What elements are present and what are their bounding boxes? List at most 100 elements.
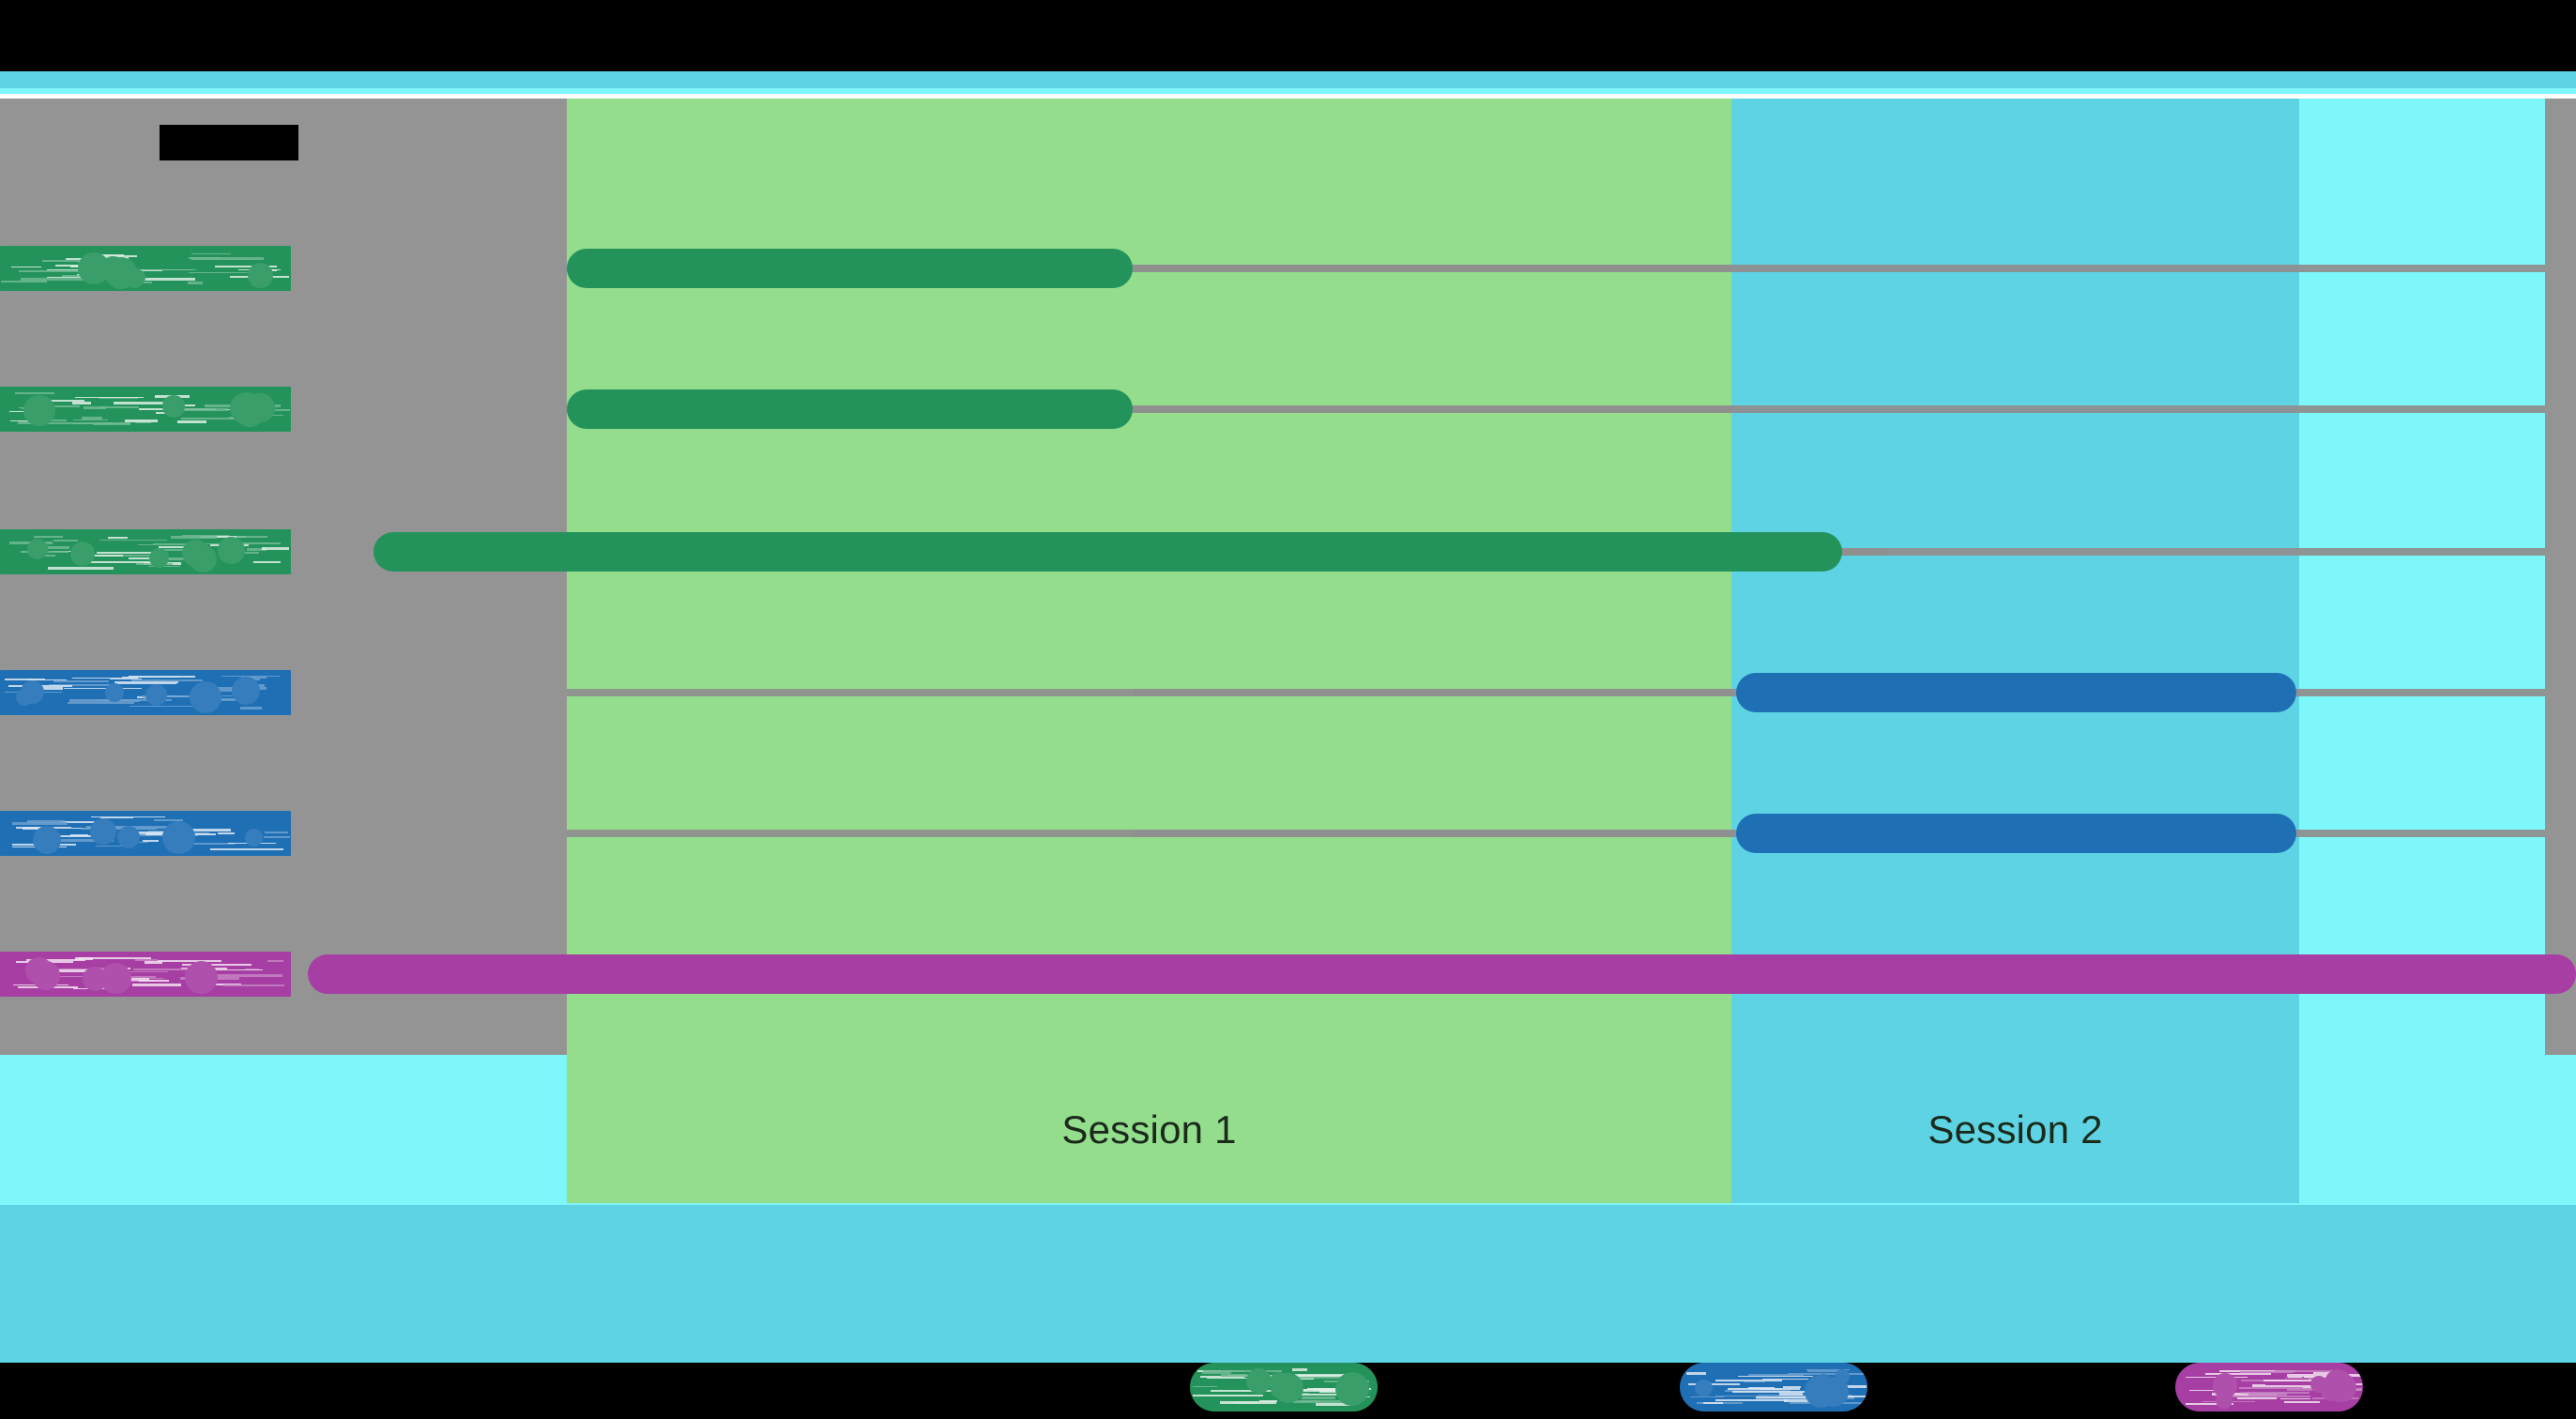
redaction-glyph — [247, 262, 273, 288]
redaction-noise — [54, 264, 92, 267]
redaction-noise — [1301, 1394, 1338, 1396]
redaction-noise — [48, 684, 116, 687]
redaction-noise — [181, 964, 252, 967]
redaction-noise — [109, 976, 157, 979]
task-bar-row-4[interactable] — [1736, 814, 2296, 853]
legend-item-3[interactable]: [redacted-legend-magenta] — [2175, 1363, 2363, 1419]
redaction-noise — [240, 707, 263, 710]
redaction-glyph — [1335, 1372, 1369, 1406]
redaction-noise — [107, 536, 128, 539]
redaction-noise — [1277, 1376, 1347, 1380]
task-bar-row-2[interactable] — [373, 532, 1842, 572]
redaction-noise — [210, 690, 247, 693]
redaction-noise — [116, 682, 176, 684]
redaction-noise — [74, 396, 145, 398]
plot-area[interactable] — [0, 99, 2576, 1055]
redaction-glyph — [192, 965, 212, 984]
redaction-noise — [2185, 1403, 2233, 1406]
redaction-noise — [214, 973, 282, 977]
redaction-noise — [69, 699, 140, 703]
axis-band-2 — [1731, 1055, 2299, 1205]
chart-legend[interactable]: [redacted-legend-green] [redacted-legend-… — [0, 1363, 2576, 1419]
redaction-glyph — [25, 956, 53, 984]
redaction-glyph — [69, 541, 95, 567]
redaction-noise — [1688, 1383, 1741, 1386]
legend-item-2[interactable]: [redacted-legend-blue] — [1680, 1363, 1867, 1419]
redaction-glyph — [231, 676, 261, 706]
redaction-noise — [1301, 1396, 1336, 1400]
task-bar-row-3[interactable] — [1736, 673, 2296, 712]
top-accent-highlight — [0, 88, 2576, 94]
redaction-noise — [31, 969, 111, 972]
axis-band-1 — [567, 1055, 1731, 1205]
redaction-noise — [103, 825, 171, 829]
redaction-glyph — [21, 680, 44, 704]
redaction-glyph — [244, 829, 263, 847]
redaction-noise — [208, 969, 263, 970]
redaction-noise — [1715, 1380, 1783, 1382]
redaction-noise — [2188, 1390, 2231, 1392]
redaction-noise — [1292, 1400, 1346, 1404]
session-band-2 — [1731, 99, 2299, 1055]
redaction-noise — [98, 970, 168, 972]
session-band-3 — [2299, 99, 2545, 1055]
redaction-noise — [5, 679, 46, 681]
legend-item-1[interactable]: [redacted-legend-green] — [1190, 1363, 1378, 1419]
task-bar-row-1[interactable] — [567, 389, 1133, 429]
redaction-noise — [1210, 1389, 1276, 1392]
redaction-noise — [192, 828, 232, 832]
session-band-1 — [567, 99, 1731, 1055]
redaction-noise — [11, 821, 68, 825]
redaction-noise — [99, 255, 137, 258]
redaction-noise — [93, 422, 130, 426]
redaction-noise — [1782, 1386, 1801, 1389]
redaction-noise — [38, 554, 56, 557]
row-label-0 — [0, 246, 291, 291]
redaction-noise — [53, 540, 79, 542]
redaction-noise — [22, 826, 47, 830]
redaction-noise — [214, 266, 278, 268]
redaction-noise — [71, 402, 92, 405]
redaction-noise — [142, 695, 213, 698]
footer-panel — [0, 1205, 2576, 1363]
redaction-glyph — [218, 537, 245, 564]
redaction-glyph — [99, 962, 132, 995]
redaction-noise — [1748, 1373, 1805, 1376]
redaction-glyph — [148, 547, 169, 568]
redaction-noise — [148, 268, 170, 270]
redaction-noise — [2265, 1384, 2324, 1387]
redaction-noise — [1731, 1390, 1806, 1393]
redaction-noise — [240, 676, 267, 679]
redaction-noise — [223, 984, 284, 987]
axis-band-label-1: Session 1 — [1061, 1107, 1237, 1152]
redaction-noise — [1702, 1402, 1723, 1405]
redaction-glyph — [245, 392, 275, 423]
axis-band-3 — [2299, 1055, 2545, 1205]
redaction-noise — [83, 406, 106, 410]
redaction-glyph — [1834, 1368, 1851, 1385]
redaction-noise — [2236, 1396, 2277, 1399]
redaction-noise — [37, 838, 114, 842]
redaction-noise — [267, 959, 283, 962]
redaction-noise — [1738, 1376, 1814, 1378]
redaction-noise — [2287, 1374, 2363, 1378]
redaction-noise — [1199, 1376, 1244, 1379]
redaction-noise — [141, 269, 196, 271]
redaction-noise — [90, 816, 165, 818]
task-bar-row-0[interactable] — [567, 249, 1133, 288]
redaction-noise — [48, 566, 114, 570]
bar-remainder-row-4 — [1133, 830, 1731, 837]
redaction-noise — [1755, 1397, 1814, 1400]
legend-swatch-1 — [1190, 1363, 1378, 1411]
redaction-noise — [187, 282, 204, 285]
redaction-noise — [1727, 1388, 1800, 1391]
redaction-noise — [139, 980, 170, 983]
redaction-noise — [1806, 1370, 1846, 1373]
task-bar-row-5[interactable] — [308, 954, 2576, 994]
redaction-noise — [218, 832, 235, 835]
redaction-noise — [131, 679, 204, 681]
row-label-3 — [0, 670, 291, 715]
redaction-noise — [72, 422, 131, 424]
redaction-noise — [79, 957, 151, 960]
redaction-noise — [181, 418, 251, 420]
